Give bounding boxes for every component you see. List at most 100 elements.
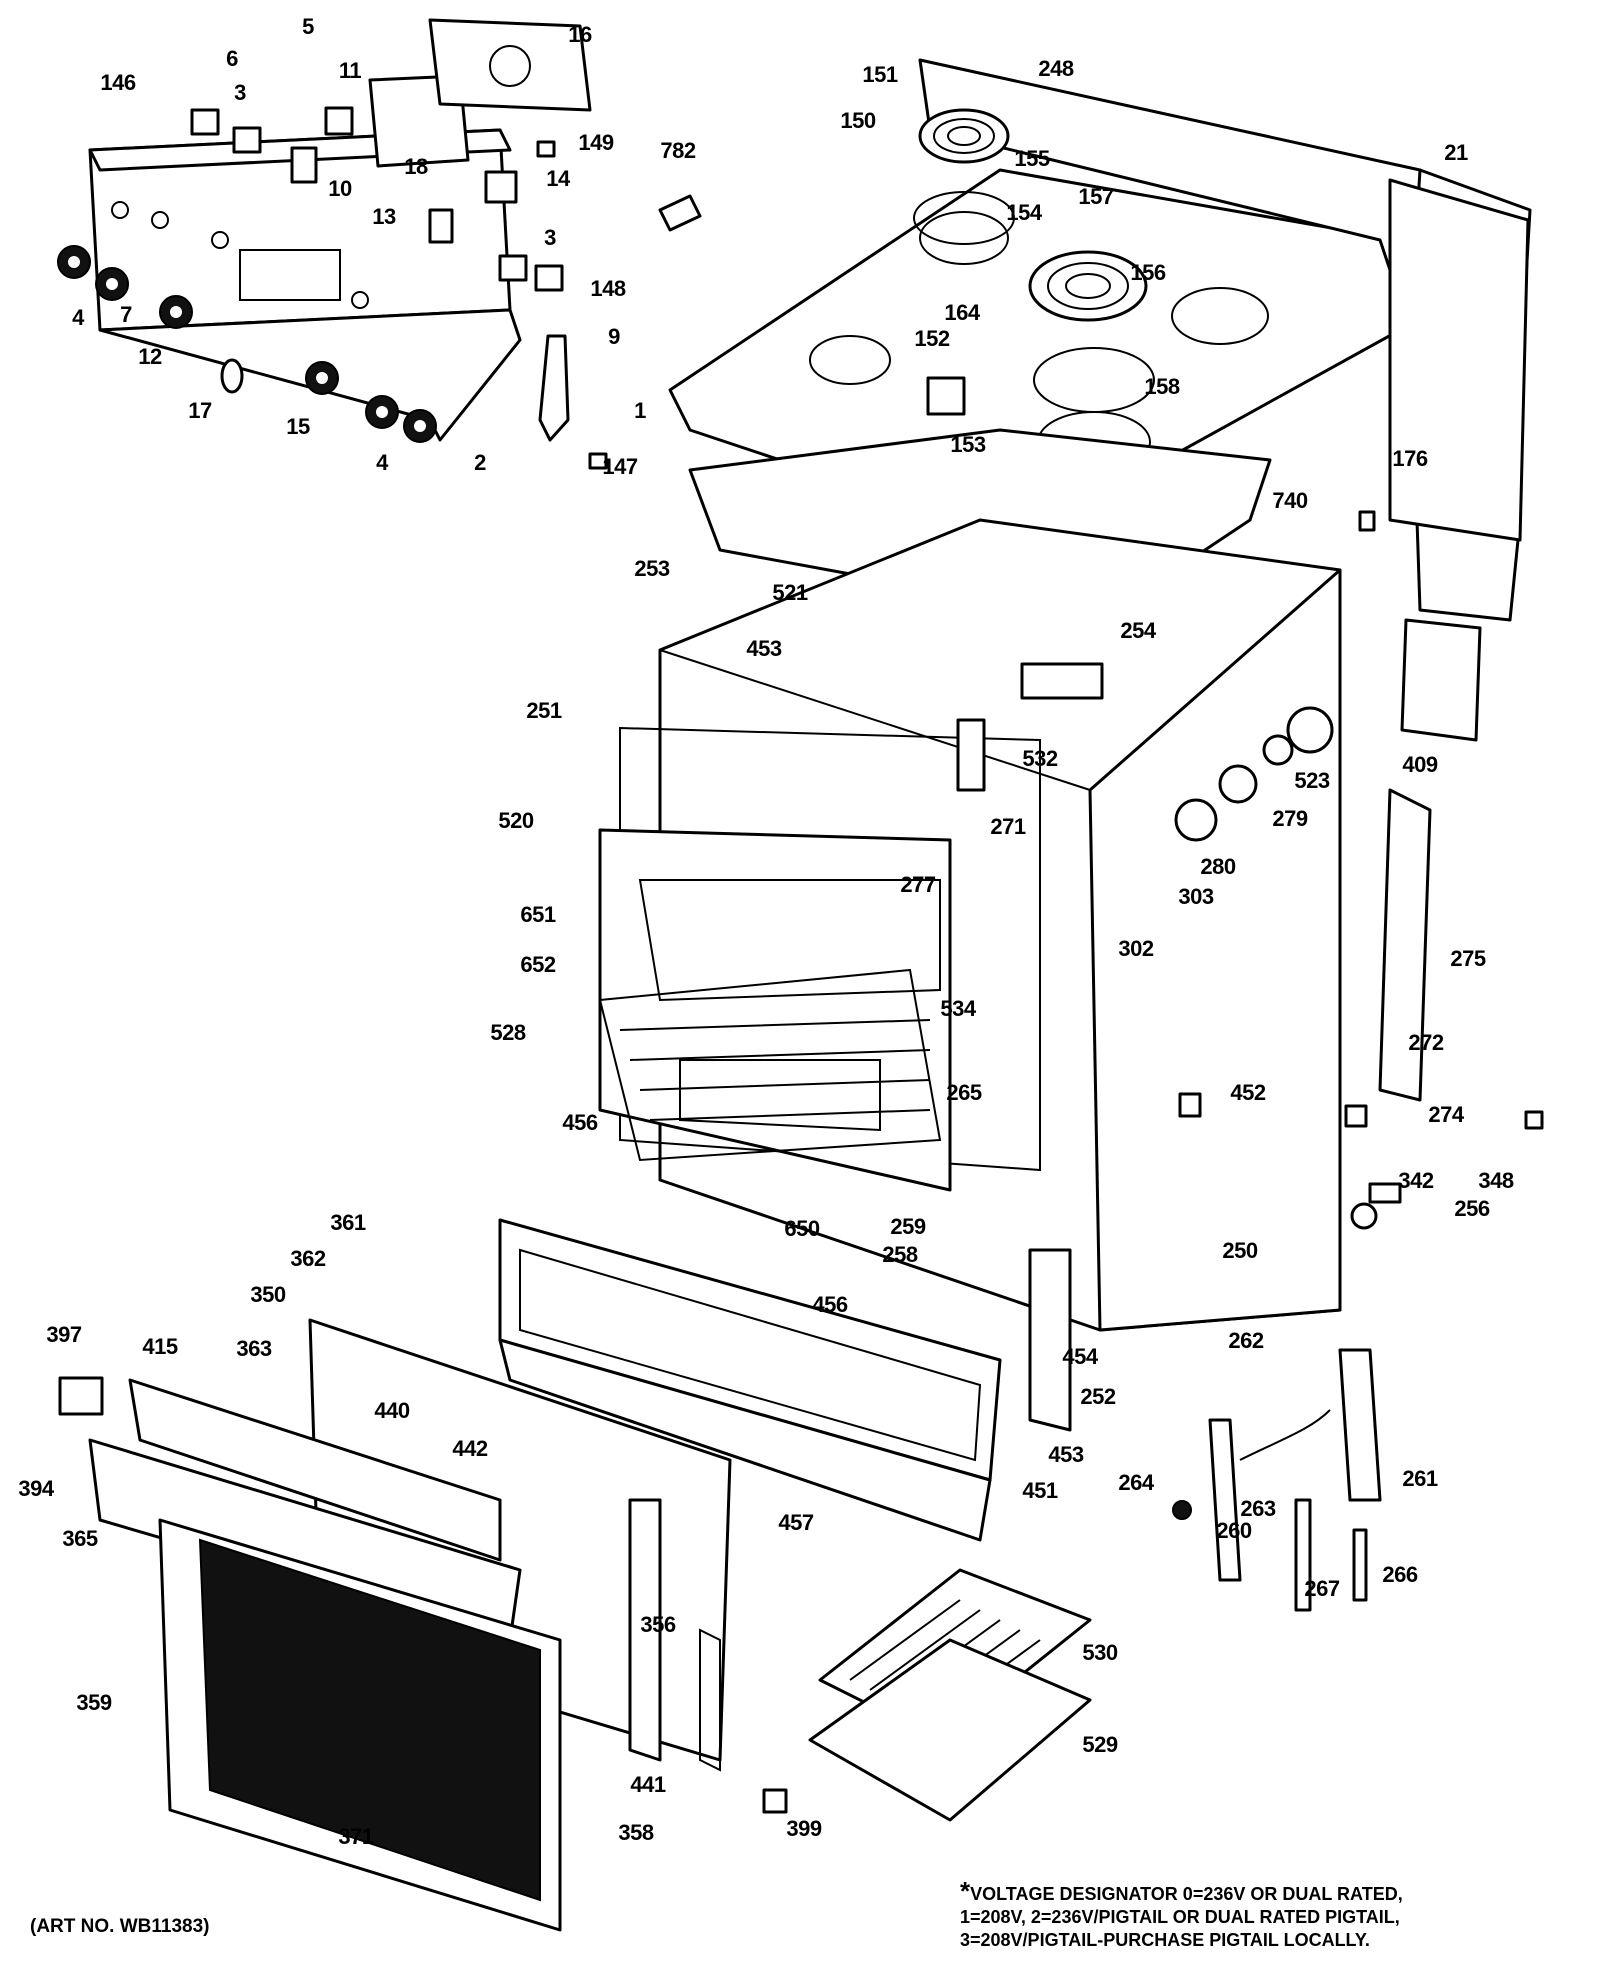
callout-650: 650 xyxy=(784,1216,819,1241)
callout-12: 12 xyxy=(138,344,162,369)
callout-148: 148 xyxy=(590,276,625,301)
callout-164: 164 xyxy=(944,300,980,325)
back-panel xyxy=(1388,178,1530,542)
callout-266: 266 xyxy=(1382,1562,1417,1587)
callout-1: 1 xyxy=(634,398,646,423)
callout-356: 356 xyxy=(640,1612,675,1637)
callout-262: 262 xyxy=(1228,1328,1263,1353)
callout-151: 151 xyxy=(862,62,897,87)
callout-394: 394 xyxy=(18,1476,54,1501)
callout-16: 16 xyxy=(568,22,592,47)
callout-2: 2 xyxy=(474,450,486,475)
callout-302: 302 xyxy=(1118,936,1153,961)
callout-451: 451 xyxy=(1022,1478,1057,1503)
callout-21: 21 xyxy=(1444,140,1468,165)
voltage-note-line-3: 3=208V/PIGTAIL-PURCHASE PIGTAIL LOCALLY. xyxy=(960,1930,1370,1950)
callout-361: 361 xyxy=(330,1210,365,1235)
callout-280: 280 xyxy=(1200,854,1235,879)
callout-277: 277 xyxy=(900,872,935,897)
callout-358: 358 xyxy=(618,1820,653,1845)
callout-253: 253 xyxy=(634,556,669,581)
callout-256: 256 xyxy=(1454,1196,1489,1221)
voltage-note-line-1-text: VOLTAGE DESIGNATOR 0=236V OR DUAL RATED, xyxy=(970,1884,1403,1904)
callout-152: 152 xyxy=(914,326,949,351)
callout-5: 5 xyxy=(302,14,314,39)
callout-534: 534 xyxy=(940,996,976,1021)
callout-3a: 3 xyxy=(234,80,246,105)
callout-9: 9 xyxy=(608,324,620,349)
callout-260: 260 xyxy=(1216,1518,1251,1543)
callout-275: 275 xyxy=(1450,946,1485,971)
callout-11: 11 xyxy=(339,58,362,83)
callout-264: 264 xyxy=(1118,1470,1154,1495)
drawer-front xyxy=(498,1218,1002,1542)
kick-panel xyxy=(1028,1248,1072,1432)
callout-528: 528 xyxy=(490,1020,525,1045)
callout-363: 363 xyxy=(236,1336,271,1361)
callout-13: 13 xyxy=(372,204,396,229)
callout-454: 454 xyxy=(1062,1344,1098,1369)
callout-251: 251 xyxy=(526,698,561,723)
voltage-note-asterisk: * xyxy=(960,1876,971,1906)
callout-441: 441 xyxy=(630,1772,665,1797)
callout-520: 520 xyxy=(498,808,533,833)
callout-523: 523 xyxy=(1294,768,1329,793)
callout-279: 279 xyxy=(1272,806,1307,831)
terminal-box xyxy=(1400,618,1482,742)
callout-362: 362 xyxy=(290,1246,325,1271)
callout-452: 452 xyxy=(1230,1080,1265,1105)
callout-labels: 1233445679101112131415161718211461471481… xyxy=(18,14,1514,1849)
lamp-parts xyxy=(956,662,1334,842)
misc-small-parts xyxy=(58,510,1544,1416)
callout-365: 365 xyxy=(62,1526,97,1551)
callout-399: 399 xyxy=(786,1816,821,1841)
voltage-designator-note: *VOLTAGE DESIGNATOR 0=236V OR DUAL RATED… xyxy=(960,1878,1580,1952)
callout-154: 154 xyxy=(1006,200,1042,225)
callout-274: 274 xyxy=(1428,1102,1464,1127)
callout-350: 350 xyxy=(250,1282,285,1307)
callout-397: 397 xyxy=(46,1322,81,1347)
callout-18: 18 xyxy=(404,154,428,179)
callout-254: 254 xyxy=(1120,618,1156,643)
callout-442: 442 xyxy=(452,1436,487,1461)
callout-263: 263 xyxy=(1240,1496,1275,1521)
callout-532: 532 xyxy=(1022,746,1057,771)
callout-17: 17 xyxy=(188,398,212,423)
callout-147: 147 xyxy=(602,454,637,479)
callout-456a: 456 xyxy=(562,1110,597,1135)
callout-252: 252 xyxy=(1080,1384,1115,1409)
callout-146: 146 xyxy=(100,70,135,95)
callout-303: 303 xyxy=(1178,884,1213,909)
oven-body xyxy=(598,518,1342,1332)
callout-149: 149 xyxy=(578,130,613,155)
callout-4b: 4 xyxy=(376,450,389,475)
voltage-note-line-2: 1=208V, 2=236V/PIGTAIL OR DUAL RATED PIG… xyxy=(960,1907,1400,1927)
callout-14: 14 xyxy=(546,166,571,191)
callout-342: 342 xyxy=(1398,1168,1433,1193)
oven-racks xyxy=(598,879,942,1162)
callout-348: 348 xyxy=(1478,1168,1513,1193)
callout-453b: 453 xyxy=(1048,1442,1083,1467)
callout-272: 272 xyxy=(1408,1030,1443,1055)
rear-wiring-cover xyxy=(1378,788,1432,1102)
callout-155: 155 xyxy=(1014,146,1049,171)
callout-3b: 3 xyxy=(544,225,556,250)
callout-530: 530 xyxy=(1082,1640,1117,1665)
callout-456b: 456 xyxy=(812,1292,847,1317)
callout-415: 415 xyxy=(142,1334,177,1359)
callout-250: 250 xyxy=(1222,1238,1257,1263)
callout-453a: 453 xyxy=(746,636,781,661)
callout-158: 158 xyxy=(1144,374,1179,399)
callout-6: 6 xyxy=(226,46,238,71)
callout-261: 261 xyxy=(1402,1466,1437,1491)
callout-782: 782 xyxy=(660,138,695,163)
callout-740: 740 xyxy=(1272,488,1307,513)
callout-271: 271 xyxy=(990,814,1025,839)
callout-153: 153 xyxy=(950,432,985,457)
callout-4a: 4 xyxy=(72,305,85,330)
oven-door xyxy=(88,1318,732,1932)
callout-176: 176 xyxy=(1392,446,1427,471)
callout-371: 371 xyxy=(338,1824,373,1849)
art-number: (ART NO. WB11383) xyxy=(30,1916,210,1937)
